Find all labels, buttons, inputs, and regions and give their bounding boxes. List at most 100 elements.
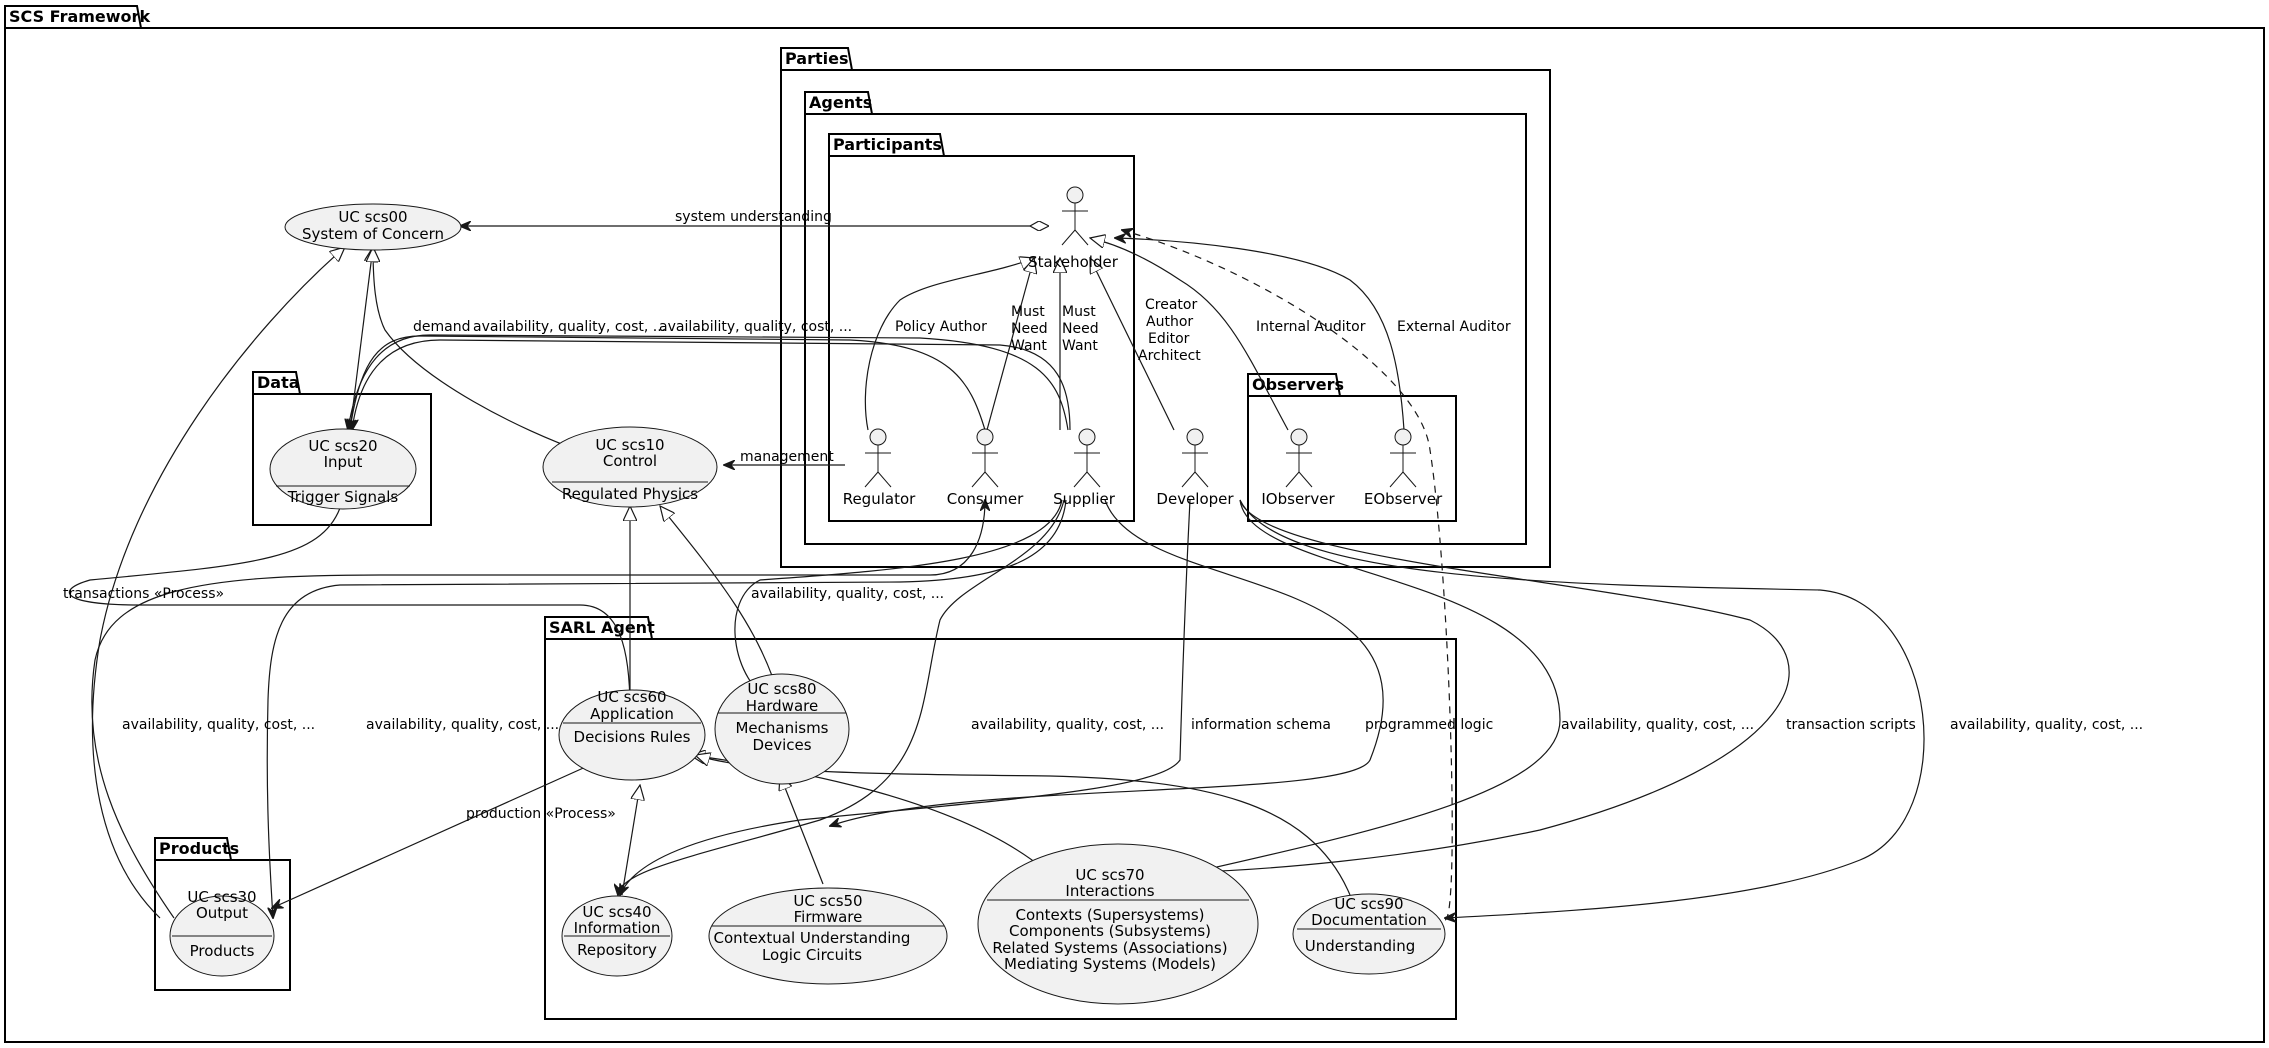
edge-eobserver-stakeholder <box>1115 238 1405 431</box>
label-aqc-scs80: availability, quality, cost, ... <box>751 586 944 602</box>
usecase-id: UC scs60 <box>597 688 666 706</box>
actor-name: Stakeholder <box>1028 253 1119 271</box>
usecase-scs30: UC scs30 Output Products <box>169 888 275 977</box>
package-parties: Parties <box>780 47 1551 568</box>
actor-stakeholder: Stakeholder <box>1028 186 1119 271</box>
usecase-detail: Trigger Signals <box>287 488 399 506</box>
label-consumer-need: Need <box>1011 321 1048 337</box>
usecase-id: UC scs20 <box>308 437 377 455</box>
label-policy-author: Policy Author <box>895 319 987 335</box>
usecase-scs80: UC scs80 Hardware Mechanisms Devices <box>714 673 850 785</box>
label-information-schema: information schema <box>1191 717 1331 733</box>
usecase-name: Documentation <box>1311 911 1427 929</box>
label-aqc-scs90: availability, quality, cost, ... <box>1950 717 2143 733</box>
edge-scs90-stakeholder-dashed <box>1122 230 1453 921</box>
label-transaction-scripts: transaction scripts <box>1786 717 1916 733</box>
usecase-scs90: UC scs90 Documentation Understanding <box>1292 893 1446 975</box>
edge-scs50-scs80 <box>780 775 824 885</box>
edge-supplier-scs80-aqc <box>734 499 1063 705</box>
label-transactions: transactions «Process» <box>63 586 224 602</box>
label-editor: Editor <box>1148 331 1190 347</box>
package-observers: Observers <box>1247 373 1457 522</box>
edge-scs60-scs30-production <box>272 764 591 908</box>
label-management: management <box>740 449 834 465</box>
usecase-detail: Devices <box>752 736 811 754</box>
usecase-scs60: UC scs60 Application Decisions Rules <box>558 688 706 781</box>
edge-developer-scs70-transaction-scripts <box>1195 499 1790 872</box>
edge-supplier-scs20-aqc-1 <box>348 334 1069 430</box>
usecase-scs70: UC scs70 Interactions Contexts (Supersys… <box>977 843 1259 1005</box>
usecase-scs00: UC scs00 System of Concern <box>284 203 462 251</box>
edge-developer-stakeholder <box>1090 258 1175 431</box>
label-consumer-want: Want <box>1011 338 1047 354</box>
label-author: Author <box>1146 314 1193 330</box>
package-title: Data <box>257 373 300 392</box>
edge-scs80-scs10 <box>660 506 781 701</box>
edge-supplier-scs20-aqc-2 <box>352 339 1071 430</box>
edge-supplier-scs30-aqc <box>266 499 1067 918</box>
edge-developer-scs40-information-schema <box>620 499 1191 895</box>
usecase-detail: Related Systems (Associations) <box>992 939 1227 957</box>
package-title: SCS Framework <box>9 7 150 26</box>
usecase-scs10: UC scs10 Control Regulated Physics <box>542 426 718 508</box>
usecase-detail: Regulated Physics <box>562 485 698 503</box>
usecase-detail: Components (Subsystems) <box>1009 922 1211 940</box>
package-title: Observers <box>1252 375 1344 394</box>
package-title: Agents <box>809 93 872 112</box>
usecase-id: UC scs00 <box>338 208 407 226</box>
label-aqc-scs30-left: availability, quality, cost, ... <box>122 717 315 733</box>
label-supplier-want: Want <box>1062 338 1098 354</box>
edge-scs20-scs00 <box>349 247 373 431</box>
actor-developer: Developer <box>1156 428 1234 508</box>
actor-name: Regulator <box>843 490 916 508</box>
edge-consumer-scs20-demand <box>350 335 986 430</box>
label-production: production «Process» <box>466 806 616 822</box>
usecase-name: Output <box>196 904 248 922</box>
usecase-name: Firmware <box>794 908 863 926</box>
label-creator: Creator <box>1145 297 1197 313</box>
usecase-detail: Contexts (Supersystems) <box>1015 906 1204 924</box>
label-system-understanding: system understanding <box>675 209 832 225</box>
package-agents: Agents <box>804 91 1527 545</box>
usecase-detail: Products <box>190 942 255 960</box>
usecase-detail: Mediating Systems (Models) <box>1004 955 1216 973</box>
label-programmed-logic: programmed logic <box>1365 717 1493 733</box>
usecase-name: Information <box>574 919 661 937</box>
edge-developer-scs90-aqc <box>1239 499 1925 918</box>
label-demand: demand <box>413 319 470 335</box>
label-supplier-need: Need <box>1062 321 1099 337</box>
label-aqc-scs30-right: availability, quality, cost, ... <box>366 717 559 733</box>
actor-name: Developer <box>1156 490 1234 508</box>
edge-scs30-consumer-aqc <box>91 500 985 919</box>
usecase-id: UC scs90 <box>1334 895 1403 913</box>
package-scs-framework: SCS Framework <box>4 5 2265 1043</box>
edges <box>69 226 1925 921</box>
usecase-name: Interactions <box>1065 882 1154 900</box>
label-internal-auditor: Internal Auditor <box>1256 319 1366 335</box>
usecase-detail: Mechanisms <box>735 719 828 737</box>
label-aqc-scs70: availability, quality, cost, ... <box>1561 717 1754 733</box>
actor-name: IObserver <box>1261 490 1335 508</box>
package-title: Products <box>159 839 239 858</box>
label-architect: Architect <box>1138 348 1201 364</box>
usecase-scs50: UC scs50 Firmware Contextual Understandi… <box>708 887 948 985</box>
label-aqc-2: availability, quality, cost, ... <box>659 319 852 335</box>
actor-name: Consumer <box>947 490 1024 508</box>
edge-scs10-scs00 <box>373 247 584 453</box>
edge-scs30-scs00 <box>91 247 346 919</box>
edge-scs20-scs60-transactions <box>69 507 630 710</box>
usecase-detail: Logic Circuits <box>762 946 862 964</box>
usecase-name: Hardware <box>746 697 818 715</box>
usecase-name: Control <box>603 452 657 470</box>
edge-regulator-stakeholder <box>864 258 1035 431</box>
usecase-detail: Understanding <box>1305 937 1416 955</box>
edge-iobserver-stakeholder <box>1090 238 1289 431</box>
label-aqc-scs40: availability, quality, cost, ... <box>971 717 1164 733</box>
usecase-scs20: UC scs20 Input Trigger Signals <box>269 428 417 510</box>
usecase-id: UC scs80 <box>747 680 816 698</box>
edge-supplier-scs50-programmed-logic <box>830 499 1384 826</box>
usecase-scs40: UC scs40 Information Repository <box>561 895 673 977</box>
usecase-detail: Decisions Rules <box>574 728 691 746</box>
label-consumer-must: Must <box>1011 304 1045 320</box>
package-products: Products <box>154 837 291 991</box>
